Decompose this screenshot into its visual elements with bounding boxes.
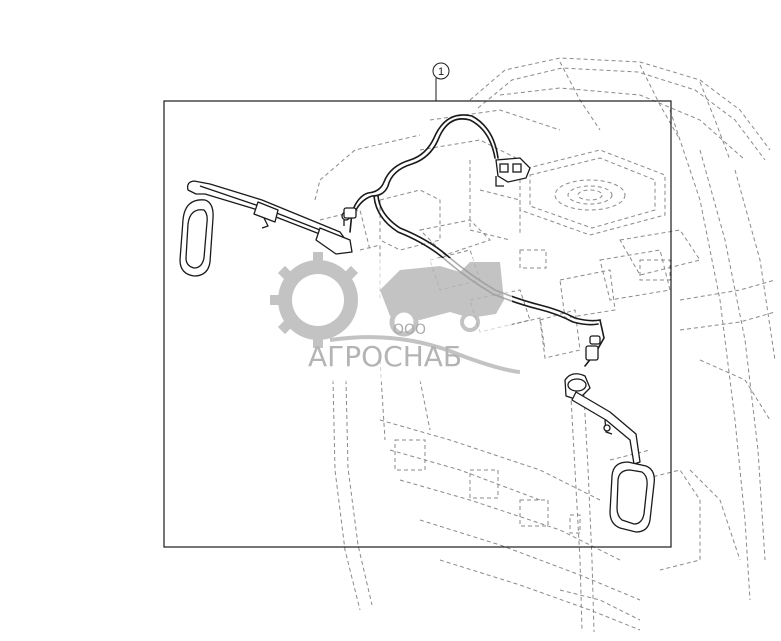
watermark-company: АГРОСНАБ <box>308 340 462 373</box>
gear-combine-logo-icon <box>270 252 521 374</box>
callout-frame <box>163 100 672 548</box>
harness-connector-icon <box>343 157 601 361</box>
callout-number: 1 <box>438 66 444 78</box>
watermark: ООО АГРОСНАБ <box>244 252 521 382</box>
callout-1: 1 <box>432 62 450 101</box>
watermark-prefix: ООО <box>393 322 426 338</box>
right-mirror-icon <box>564 373 655 533</box>
